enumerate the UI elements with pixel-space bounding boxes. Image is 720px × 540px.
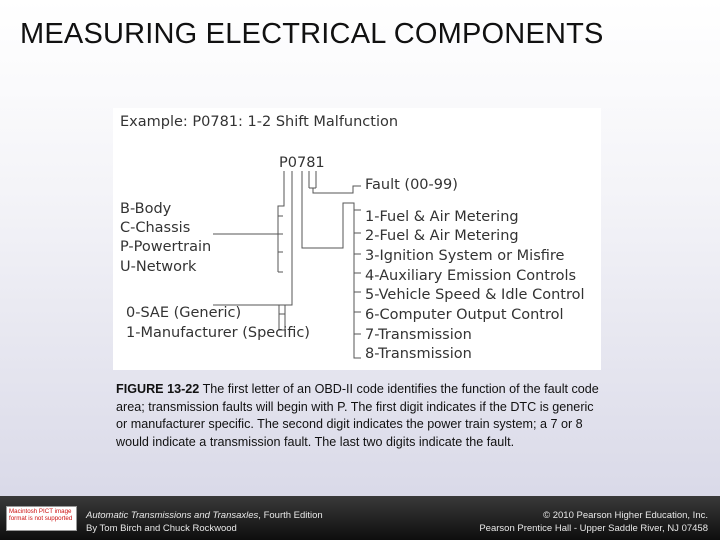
first-digit-manufacturer: 1-Manufacturer (Specific) <box>126 325 310 341</box>
system-code-7: 7-Transmission <box>365 327 472 343</box>
dtc-diagram-svg: Example: P0781: 1-2 Shift Malfunction P0… <box>120 114 585 362</box>
first-digit-generic: 0-SAE (Generic) <box>126 305 241 321</box>
slide-title: MEASURING ELECTRICAL COMPONENTS <box>20 18 604 50</box>
letter-code-b: B-Body <box>120 201 172 217</box>
caption-text: The first letter of an OBD-II code ident… <box>116 382 599 449</box>
example-heading: Example: P0781: 1-2 Shift Malfunction <box>120 114 398 130</box>
connector-lines <box>213 171 361 359</box>
publisher-logo-placeholder: Macintosh PICT image format is not suppo… <box>6 506 77 531</box>
letter-code-u: U-Network <box>120 259 197 275</box>
publisher-text: Pearson Prentice Hall - Upper Saddle Riv… <box>479 523 708 534</box>
footer-book-info: Automatic Transmissions and Transaxles, … <box>86 509 323 535</box>
figure-caption: FIGURE 13-22 The first letter of an OBD-… <box>116 381 600 451</box>
system-code-4: 4-Auxiliary Emission Controls <box>365 268 576 284</box>
system-code-5: 5-Vehicle Speed & Idle Control <box>365 287 585 303</box>
system-code-8: 8-Transmission <box>365 346 472 362</box>
letter-code-p: P-Powertrain <box>120 239 211 255</box>
system-code-2: 2-Fuel & Air Metering <box>365 228 519 244</box>
system-code-1: 1-Fuel & Air Metering <box>365 209 519 225</box>
system-code-6: 6-Computer Output Control <box>365 307 564 323</box>
book-authors: By Tom Birch and Chuck Rockwood <box>86 523 237 534</box>
footer-publisher-info: © 2010 Pearson Higher Education, Inc. Pe… <box>479 509 708 535</box>
letter-code-c: C-Chassis <box>120 220 190 236</box>
dtc-diagram: Example: P0781: 1-2 Shift Malfunction P0… <box>113 108 601 370</box>
fault-label: Fault (00-99) <box>365 177 458 193</box>
footer-bar: Macintosh PICT image format is not suppo… <box>0 496 720 540</box>
book-edition: , Fourth Edition <box>258 510 323 521</box>
dtc-code: P0781 <box>279 155 325 171</box>
system-code-3: 3-Ignition System or Misfire <box>365 248 565 264</box>
copyright-text: © 2010 Pearson Higher Education, Inc. <box>543 510 708 521</box>
figure-label: FIGURE 13-22 <box>116 382 200 396</box>
book-title: Automatic Transmissions and Transaxles <box>86 510 259 521</box>
